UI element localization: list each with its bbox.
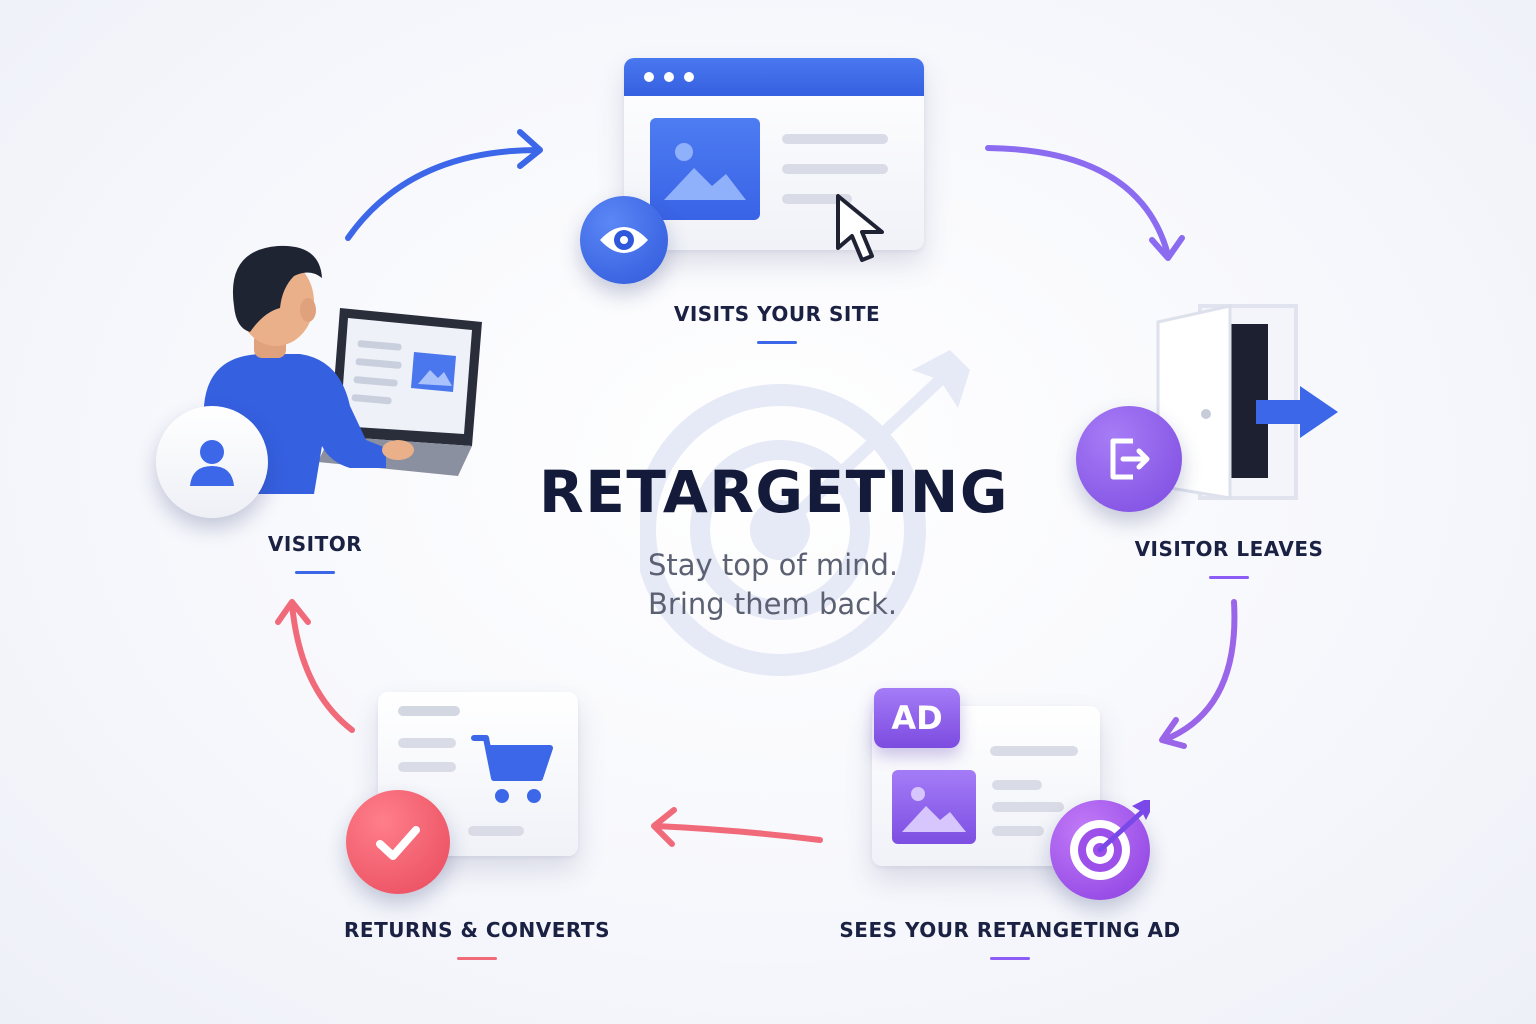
ad-badge: AD <box>874 688 960 748</box>
arrow-visitor-to-site <box>345 147 541 241</box>
label-sees-ad: SEES YOUR RETANGETING AD <box>839 918 1181 942</box>
cart-icon <box>471 735 553 803</box>
exit-icon <box>1076 406 1182 512</box>
browser-window <box>624 58 924 250</box>
ad-image-icon <box>892 770 976 844</box>
arrow-returns-to-visitor <box>289 601 355 733</box>
underline-returns <box>457 957 497 960</box>
arrow-site-to-leaves <box>985 145 1171 258</box>
underline-visitor-leaves <box>1209 576 1249 579</box>
label-visitor-leaves: VISITOR LEAVES <box>1134 537 1324 561</box>
underline-visitor <box>295 571 335 574</box>
label-visitor: VISITOR <box>267 532 363 556</box>
label-returns: RETURNS & CONVERTS <box>344 918 610 942</box>
label-visits-site: VISITS YOUR SITE <box>673 302 881 326</box>
arrow-leaves-to-ad <box>1161 599 1238 743</box>
underline-visits-site <box>757 341 797 344</box>
subtitle-line-2: Bring them back. <box>648 587 898 621</box>
diagram-title: RETARGETING <box>539 458 1009 526</box>
subtitle-line-1: Stay top of mind. <box>648 548 899 582</box>
cursor-icon <box>836 194 884 262</box>
eye-icon <box>580 196 668 284</box>
person-at-laptop-illustration <box>204 245 482 494</box>
check-icon <box>346 790 450 894</box>
target-watermark <box>640 350 970 676</box>
arrow-ad-to-returns <box>653 823 823 843</box>
user-icon <box>156 406 268 518</box>
target-icon <box>1050 800 1150 900</box>
image-placeholder-icon <box>650 118 760 220</box>
underline-sees-ad <box>990 957 1030 960</box>
